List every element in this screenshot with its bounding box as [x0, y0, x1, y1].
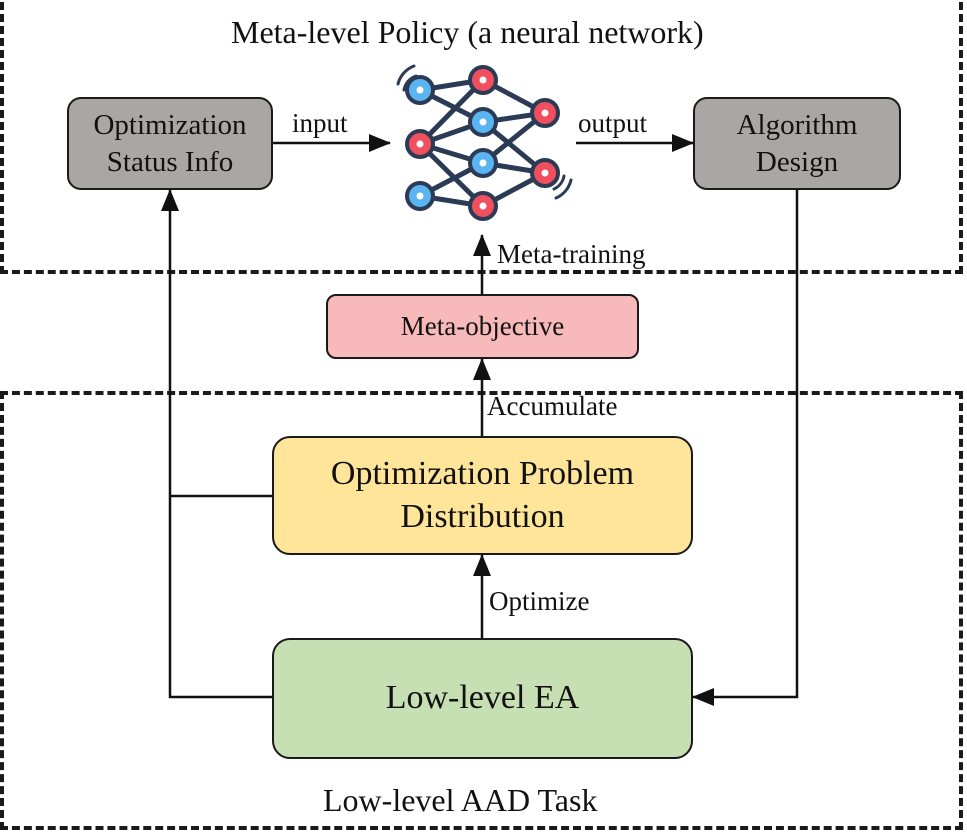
neural-network-icon [396, 64, 573, 221]
algorithm-box-line2: Design [755, 145, 839, 178]
accumulate-label: Accumulate [487, 391, 618, 421]
low-level-ea-box: Low-level EA [272, 638, 693, 759]
meta-objective-box: Meta-objective [326, 294, 639, 359]
status-box-line1: Optimization [93, 109, 247, 142]
meta-level-title: Meta-level Policy (a neural network) [231, 14, 704, 50]
meta-training-label: Meta-training [497, 239, 646, 269]
output-label: output [578, 108, 648, 138]
problem-box-line1: Optimization Problem [330, 455, 635, 492]
algorithm-box-line1: Algorithm [736, 109, 858, 142]
status-box-line2: Status Info [106, 145, 234, 178]
algorithm-to-ea-connector [692, 190, 799, 706]
input-label: input [292, 108, 348, 138]
meta-objective-label: Meta-objective [400, 310, 565, 341]
ea-to-status-connector [161, 189, 272, 699]
optimize-label: Optimize [489, 586, 590, 616]
problem-box-line2: Distribution [400, 497, 565, 535]
low-level-title: Low-level AAD Task [323, 782, 598, 818]
low-level-ea-label: Low-level EA [385, 679, 580, 717]
